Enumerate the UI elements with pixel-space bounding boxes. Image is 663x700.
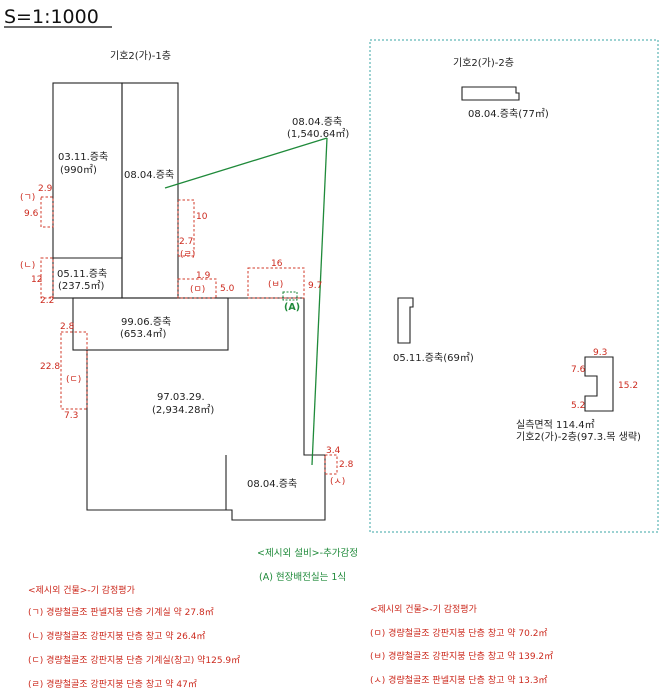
legend-left-item-ra: (ㄹ) 경량철골조 강판지붕 단층 창고 약 47㎡ [28,678,197,690]
floor2-bldg-0511-label: 05.11.증축(69㎡) [393,352,474,364]
bldg-0804-left-name: 08.04.증축 [124,169,174,181]
legend-right-title: <제시외 건물>-기 감정평가 [370,603,477,615]
facility-title: <제시외 설비>-추가감정 [257,547,358,559]
bldg-9906-name: 99.06.증축 [121,316,171,328]
dim-7-3: 7.3 [64,411,78,421]
floor2-dim-7-6: 7.6 [571,365,586,375]
floor2-bldg-0804-label: 08.04.증축(77㎡) [468,108,549,120]
legend-left-title: <제시외 건물>-기 감정평가 [28,584,135,596]
dim-3-4: 3.4 [326,446,341,456]
floor2-annex [584,356,614,412]
floor2-note-2: 기호2(가)-2층(97.3.목 생략) [516,431,641,443]
bldg-0511-area: (237.5㎡) [58,280,105,292]
mark-ra: (ㄹ) [180,250,195,260]
floor1-title: 기호2(가)-1층 [110,50,171,62]
mark-sa: (ㅅ) [330,477,345,487]
bldg-0804-lower-name: 08.04.증축 [247,478,297,490]
annex-na [40,257,54,299]
bldg-0804-left [121,82,179,299]
dim-5-0: 5.0 [220,284,235,294]
dim-2-8a: 2.8 [60,322,75,332]
dim-2-2: 2.2 [40,296,54,306]
legend-left-item-da: (ㄷ) 경량철골조 강판지붕 단층 기계실(창고) 약125.9㎡ [28,654,240,666]
mark-na: (ㄴ) [20,261,35,271]
bldg-9906 [72,297,229,351]
mark-ma: (ㅁ) [190,285,205,295]
bldg-0804-top-area: (1,540.64㎡) [287,128,349,140]
dim-2-8b: 2.8 [339,460,354,470]
floor2-note-1: 실측면적 114.4㎡ [516,419,595,431]
dim-2-7: 2.7 [179,237,193,247]
floor2-panel [369,39,659,533]
bldg-970329-area: (2,934.28㎡) [152,404,214,416]
dim-9-6: 9.6 [24,209,39,219]
annex-ga [40,196,54,228]
legend-left-item-na: (ㄴ) 경량철골조 강판지붕 단층 창고 약 26.4㎡ [28,630,205,642]
legend-right-item-sa: (ㅅ) 경량철골조 판넬지붕 단층 창고 약 13.3㎡ [370,674,547,686]
annex-ma [177,278,217,299]
dim-12: 12 [31,275,42,285]
legend-right-item-ma: (ㅁ) 경량철골조 강판지붕 단층 창고 약 70.2㎡ [370,627,547,639]
floor2-bldg-0511 [397,297,414,344]
bldg-0804-top-name: 08.04.증축 [292,116,342,128]
mark-da: (ㄷ) [66,375,81,385]
leader-0804-diag [164,137,328,189]
floor2-bldg-0804 [461,86,520,101]
dim-22-8: 22.8 [40,362,60,372]
floor2-dim-15-2: 15.2 [618,381,638,391]
leader-0804-vert [311,137,328,466]
bldg-0311-area: (990㎡) [60,164,97,176]
annex-ba [247,267,305,299]
annex-sa [324,454,338,475]
bldg-0311 [52,82,123,299]
dim-2-9: 2.9 [38,184,53,194]
floor2-dim-9-3: 9.3 [593,348,607,358]
mark-ga: (ㄱ) [20,193,35,203]
annex-da [60,331,88,410]
dim-16: 16 [271,259,283,269]
mark-A: (A) [284,302,300,313]
bldg-9906-area: (653.4㎡) [120,328,167,340]
legend-right-item-ba: (ㅂ) 경량철골조 강판지붕 단층 창고 약 139.2㎡ [370,650,553,662]
facility-A-box [282,291,298,301]
mark-ba: (ㅂ) [268,280,283,290]
bldg-0311-name: 03.11.증축 [58,151,108,163]
bldg-0511-name: 05.11.증축 [57,268,107,280]
bldg-970329 [86,298,326,521]
legend-left-item-ga: (ㄱ) 경량철골조 판넬지붕 단층 기계실 약 27.8㎡ [28,606,214,618]
scale-label: S=1:1000 [4,6,99,28]
dim-10: 10 [196,212,208,222]
floor2-title: 기호2(가)-2층 [453,57,514,69]
dim-9-7: 9.7 [308,281,322,291]
dim-1-9: 1.9 [196,271,211,281]
floor2-dim-5-2: 5.2 [571,401,585,411]
bldg-970329-name: 97.03.29. [157,392,205,403]
annex-ra [177,199,195,257]
facility-item: (A) 현장배전실는 1식 [259,572,346,583]
